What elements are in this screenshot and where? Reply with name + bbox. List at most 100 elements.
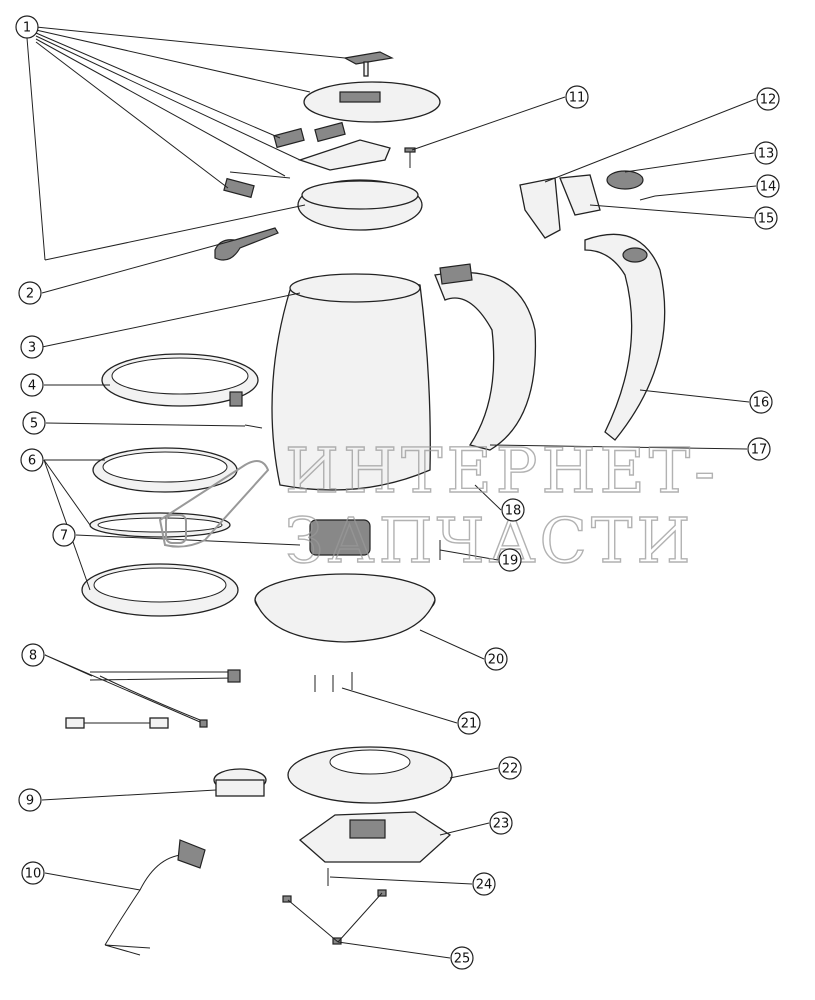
- callout-20: 20: [484, 647, 508, 671]
- callout-circle: [20, 373, 44, 397]
- callout-circle: [450, 946, 474, 970]
- ring-4: [101, 353, 259, 407]
- callout-number: 12: [760, 93, 777, 108]
- callout-4: 4: [20, 373, 44, 397]
- callout-7: 7: [52, 523, 76, 547]
- callout-number: 22: [502, 762, 519, 777]
- callout-number: 11: [569, 91, 586, 106]
- kettle-body: [271, 273, 431, 491]
- callout-15: 15: [754, 206, 778, 230]
- callout-8: 8: [21, 643, 45, 667]
- callout-13: 13: [754, 141, 778, 165]
- callout-circle: [489, 811, 513, 835]
- callout-circle: [457, 711, 481, 735]
- callout-3: 3: [20, 335, 44, 359]
- screw-11: [404, 147, 416, 168]
- handle-cover: [584, 233, 666, 441]
- callout-number: 16: [753, 396, 770, 411]
- power-cord-10: [104, 839, 206, 956]
- callout-16: 16: [749, 390, 773, 414]
- lid-button: [343, 51, 394, 77]
- callout-circle: [756, 174, 780, 198]
- callout-number: 25: [454, 952, 471, 967]
- screw-5: [244, 424, 263, 429]
- callout-number: 9: [26, 794, 34, 809]
- callout-10: 10: [21, 861, 45, 885]
- seal-ring-6b: [81, 563, 239, 617]
- leader-lines: [26, 26, 757, 959]
- callout-number: 10: [25, 867, 42, 882]
- callout-circle: [15, 15, 39, 39]
- callout-11: 11: [565, 85, 589, 109]
- callout-number: 20: [488, 653, 505, 668]
- callout-circle: [749, 390, 773, 414]
- callout-circle: [501, 498, 525, 522]
- callout-circle: [565, 85, 589, 109]
- callout-number: 3: [28, 341, 36, 356]
- callout-circle: [20, 448, 44, 472]
- watermark-line1: ИНТЕРНЕТ-: [285, 434, 719, 507]
- callout-14: 14: [756, 174, 780, 198]
- callout-number: 5: [30, 417, 38, 432]
- base-cover-22: [287, 746, 453, 804]
- screws-21: [314, 672, 353, 692]
- callout-number: 14: [760, 180, 777, 195]
- callout-25: 25: [450, 946, 474, 970]
- callout-5: 5: [22, 411, 46, 435]
- callout-number: 19: [502, 554, 519, 569]
- callout-circle: [484, 647, 508, 671]
- callout-circle: [18, 788, 42, 812]
- seal-ring-6a: [92, 447, 238, 493]
- callout-9: 9: [18, 788, 42, 812]
- callout-number: 8: [29, 649, 37, 664]
- callout-circle: [754, 141, 778, 165]
- callout-circle: [498, 548, 522, 572]
- callout-number: 21: [461, 717, 478, 732]
- callout-19: 19: [498, 548, 522, 572]
- watermark-logo: [158, 460, 270, 548]
- callout-circle: [754, 206, 778, 230]
- callout-number: 15: [758, 212, 775, 227]
- watermark-line2: ЗАПЧАСТИ: [285, 504, 694, 577]
- base-cup-20: [254, 573, 436, 643]
- callout-circle: [498, 756, 522, 780]
- callout-circle: [472, 872, 496, 896]
- callout-2: 2: [18, 281, 42, 305]
- watermark: ИНТЕРНЕТ- ЗАПЧАСТИ: [158, 433, 719, 578]
- callout-circle: [747, 437, 771, 461]
- callout-1: 1: [15, 15, 39, 39]
- lid-base: [297, 179, 423, 231]
- wires-8: [65, 669, 241, 729]
- callout-number: 4: [28, 379, 36, 394]
- switch-parts: [519, 170, 656, 239]
- callout-circle: [20, 335, 44, 359]
- callout-number: 24: [476, 878, 493, 893]
- lid-latch: [229, 139, 391, 179]
- callout-21: 21: [457, 711, 481, 735]
- callout-23: 23: [489, 811, 513, 835]
- callout-circle: [52, 523, 76, 547]
- callout-number: 17: [751, 443, 768, 458]
- callout-circle: [18, 281, 42, 305]
- callout-12: 12: [756, 87, 780, 111]
- callout-18: 18: [501, 498, 525, 522]
- feet-25: [282, 889, 387, 945]
- callout-circle: [21, 643, 45, 667]
- connector-9: [213, 768, 267, 797]
- callout-22: 22: [498, 756, 522, 780]
- callout-circle: [22, 411, 46, 435]
- callout-number: 6: [28, 454, 36, 469]
- callout-number: 2: [26, 287, 34, 302]
- callout-6: 6: [20, 448, 44, 472]
- lid-top: [303, 81, 441, 123]
- callout-number: 23: [493, 817, 510, 832]
- callout-number: 1: [23, 21, 31, 36]
- callout-circle: [21, 861, 45, 885]
- callout-24: 24: [472, 872, 496, 896]
- base-plate-23: [298, 811, 452, 863]
- callout-number: 7: [60, 529, 68, 544]
- springs: [223, 121, 346, 199]
- callout-number: 18: [505, 504, 522, 519]
- handle: [434, 263, 537, 451]
